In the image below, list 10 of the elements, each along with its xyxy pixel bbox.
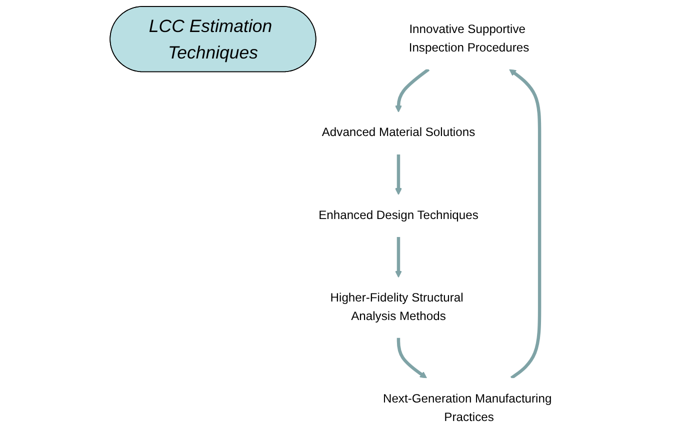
arrow [394, 68, 430, 112]
node-text: Enhanced Design Techniques [318, 208, 478, 222]
arrow [394, 154, 402, 195]
node-text: Next-Generation Manufacturing Practices [382, 392, 552, 424]
node-text: Innovative Supportive Inspection Procedures [408, 22, 530, 54]
node-text: Advanced Material Solutions [322, 126, 476, 140]
arrow [396, 338, 428, 378]
node-text: Higher-Fidelity Structural Analysis Methods [330, 291, 464, 323]
arrow [394, 237, 402, 278]
arrow [509, 69, 542, 380]
